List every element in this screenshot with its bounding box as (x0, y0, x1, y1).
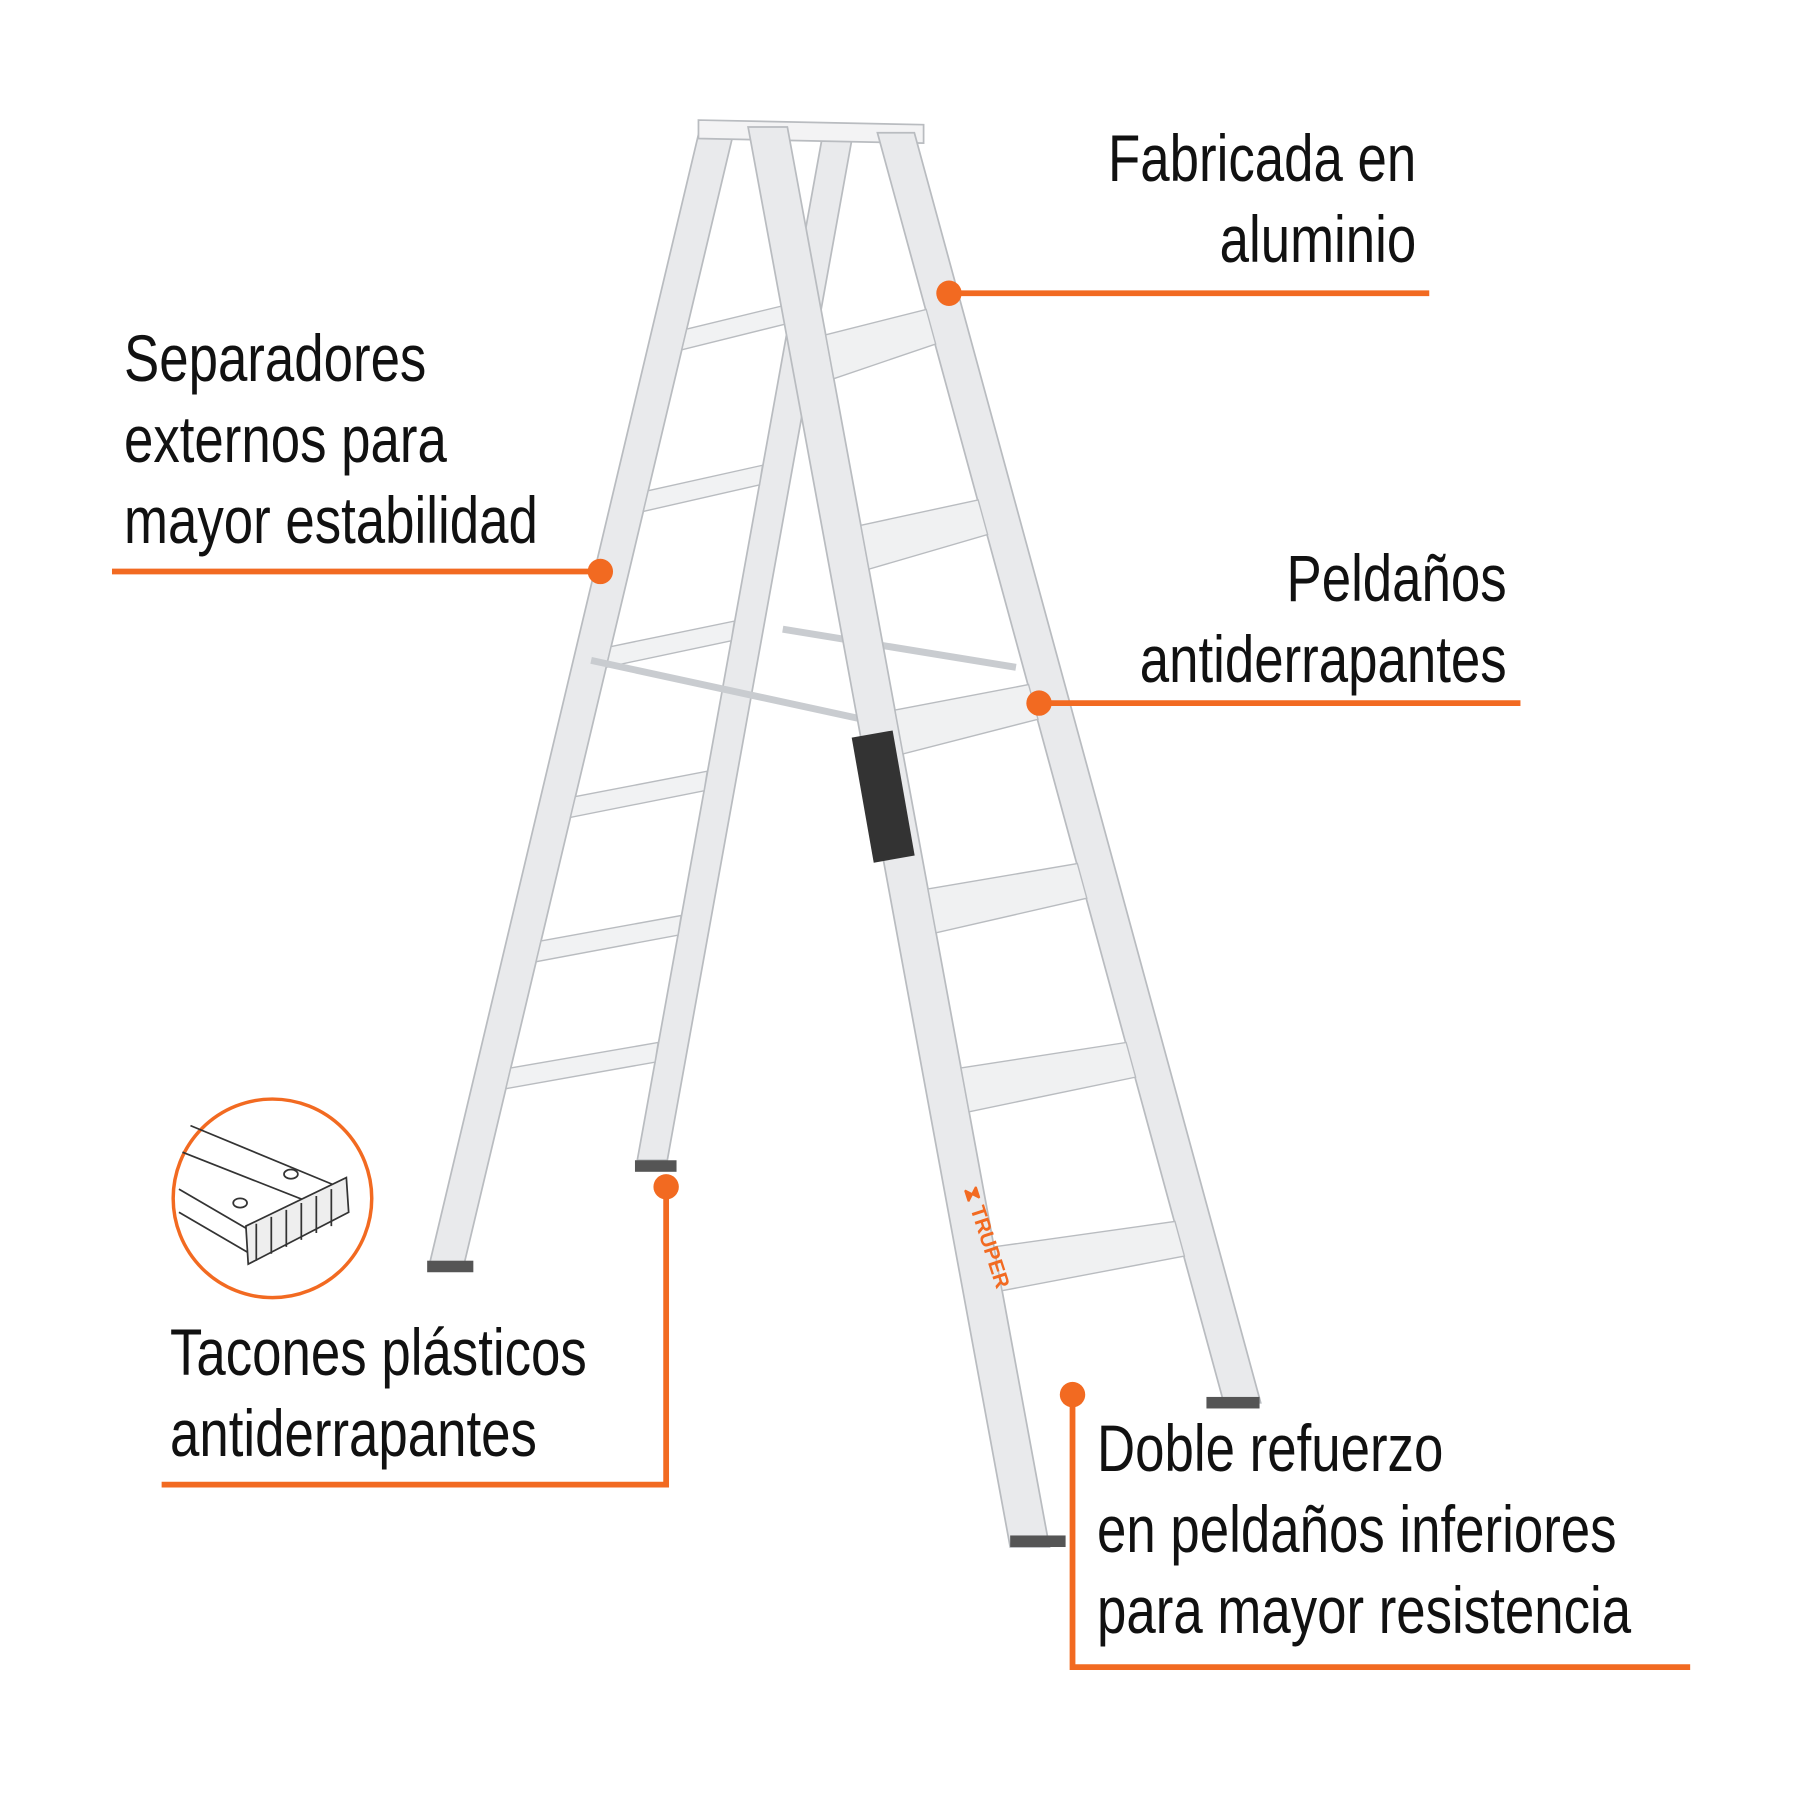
leader-material (936, 280, 1430, 306)
callout-material: Fabricada en aluminio (1108, 118, 1416, 280)
callout-line: externos para (124, 402, 447, 476)
callout-reinforcement: Doble refuerzo en peldaños inferiores pa… (1097, 1408, 1631, 1651)
leader-steps (1026, 690, 1521, 716)
plastic-foot (427, 1260, 474, 1273)
leader-spreaders (111, 558, 614, 585)
callout-line: para mayor resistencia (1097, 1573, 1632, 1647)
plastic-foot (1206, 1396, 1260, 1409)
spreader-bar (782, 625, 1017, 671)
callout-line: aluminio (1219, 202, 1416, 276)
callout-line: Doble refuerzo (1097, 1411, 1444, 1485)
callout-steps: Peldaños antiderrapantes (1140, 538, 1507, 700)
plastic-foot (634, 1160, 677, 1172)
front-step (993, 1220, 1186, 1292)
plastic-foot-inset (171, 1097, 374, 1300)
callout-line: mayor estabilidad (124, 483, 538, 557)
back-rung (535, 914, 682, 963)
front-step (894, 683, 1039, 755)
inset-circle (171, 1097, 374, 1300)
callout-line: Peldaños (1286, 541, 1507, 615)
callout-line: antiderrapantes (170, 1396, 537, 1470)
callout-line: Separadores (124, 321, 427, 395)
leader-reinforcement (1059, 1381, 1691, 1670)
spreader-bar (590, 656, 890, 729)
callout-line: antiderrapantes (1140, 622, 1507, 696)
back-rung (605, 620, 736, 669)
callout-spreaders: Separadores externos para mayor estabili… (124, 318, 538, 561)
back-rung (504, 1041, 659, 1090)
back-left-rail (428, 123, 737, 1266)
front-step (824, 308, 937, 380)
callout-feet: Tacones plásticos antiderrapantes (170, 1312, 587, 1474)
leader-feet (161, 1174, 679, 1488)
plastic-foot-icon (178, 1124, 350, 1266)
front-step (960, 1041, 1137, 1113)
back-rung (642, 464, 764, 513)
front-right-rail (876, 131, 1262, 1404)
front-step (860, 499, 989, 571)
callout-line: Tacones plásticos (170, 1315, 587, 1389)
back-rung (569, 770, 709, 819)
plastic-foot (1010, 1535, 1066, 1548)
load-rating-label (851, 730, 915, 863)
callout-line: en peldaños inferiores (1097, 1492, 1617, 1566)
front-step (927, 862, 1088, 934)
back-rung (680, 302, 793, 351)
ladder: ⧗ TRUPER (427, 119, 1262, 1548)
callout-line: Fabricada en (1107, 121, 1416, 195)
